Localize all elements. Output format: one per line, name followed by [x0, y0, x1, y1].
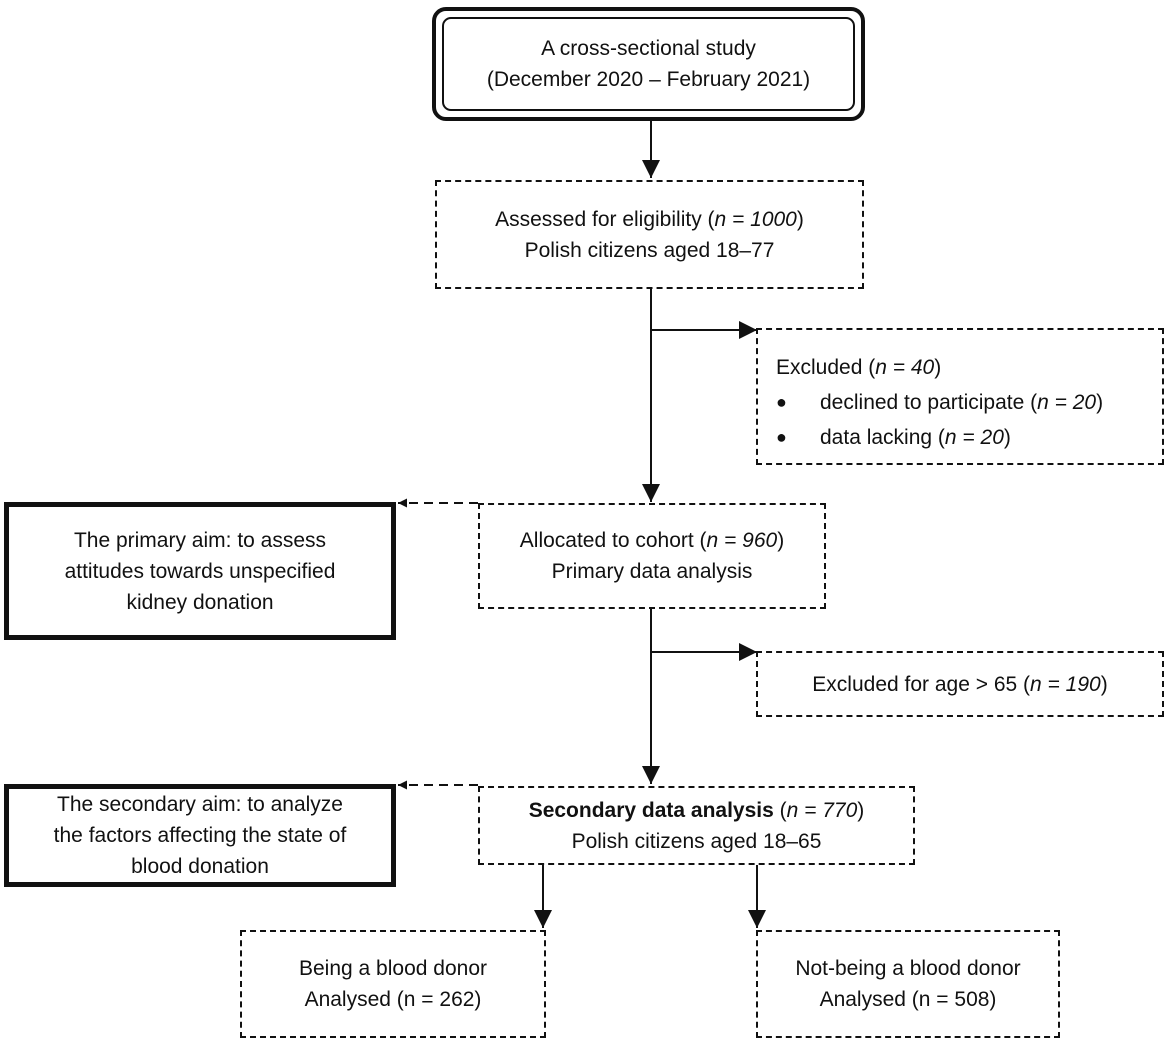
- blood-donor-box: Being a blood donor Analysed (n = 262): [240, 930, 546, 1038]
- allocated-analysis: Primary data analysis: [551, 560, 753, 583]
- allocated-box: Allocated to cohort (n = 960) Primary da…: [478, 503, 826, 609]
- non-blood-donor-count: Analysed (n = 508): [819, 988, 997, 1011]
- list-item: ● declined to participate (n = 20): [776, 385, 1162, 420]
- primary-aim-line: attitudes towards unspecified: [64, 559, 336, 583]
- secondary-analysis-box: Secondary data analysis (n = 770) Polish…: [478, 786, 915, 865]
- primary-aim-line: kidney donation: [126, 590, 274, 614]
- allocated-count: Allocated to cohort (n = 960): [519, 529, 785, 552]
- study-period: (December 2020 – February 2021): [486, 68, 811, 91]
- non-blood-donor-label: Not-being a blood donor: [795, 957, 1021, 980]
- secondary-aim-box: The secondary aim: to analyze the factor…: [4, 784, 396, 887]
- eligibility-box: Assessed for eligibility (n = 1000) Poli…: [435, 180, 864, 289]
- excluded-reasons: ● declined to participate (n = 20) ● dat…: [776, 385, 1162, 455]
- secondary-analysis-title: Secondary data analysis (n = 770): [528, 798, 865, 822]
- bullet-icon: ●: [776, 392, 787, 412]
- excluded-age-text: Excluded for age > 65 (n = 190): [812, 672, 1108, 696]
- secondary-aim-line: the factors affecting the state of: [53, 824, 347, 847]
- blood-donor-count: Analysed (n = 262): [304, 988, 482, 1011]
- eligibility-population: Polish citizens aged 18–77: [524, 238, 775, 262]
- primary-aim-box: The primary aim: to assess attitudes tow…: [4, 502, 396, 640]
- list-item: ● data lacking (n = 20): [776, 420, 1162, 455]
- primary-aim-line: The primary aim: to assess: [73, 528, 327, 552]
- secondary-aim-line: blood donation: [131, 855, 269, 878]
- study-title: A cross-sectional study: [541, 37, 756, 60]
- bullet-icon: ●: [776, 427, 787, 447]
- eligibility-count: Assessed for eligibility (n = 1000): [495, 207, 804, 231]
- excluded-age-box: Excluded for age > 65 (n = 190): [756, 651, 1164, 717]
- study-box: A cross-sectional study (December 2020 –…: [432, 7, 865, 121]
- non-blood-donor-box: Not-being a blood donor Analysed (n = 50…: [756, 930, 1060, 1038]
- excluded-title: Excluded (n = 40): [776, 356, 942, 379]
- secondary-analysis-population: Polish citizens aged 18–65: [571, 829, 822, 853]
- excluded-box: Excluded (n = 40) ● declined to particip…: [756, 328, 1164, 465]
- secondary-aim-line: The secondary aim: to analyze: [57, 793, 343, 816]
- blood-donor-label: Being a blood donor: [299, 957, 487, 980]
